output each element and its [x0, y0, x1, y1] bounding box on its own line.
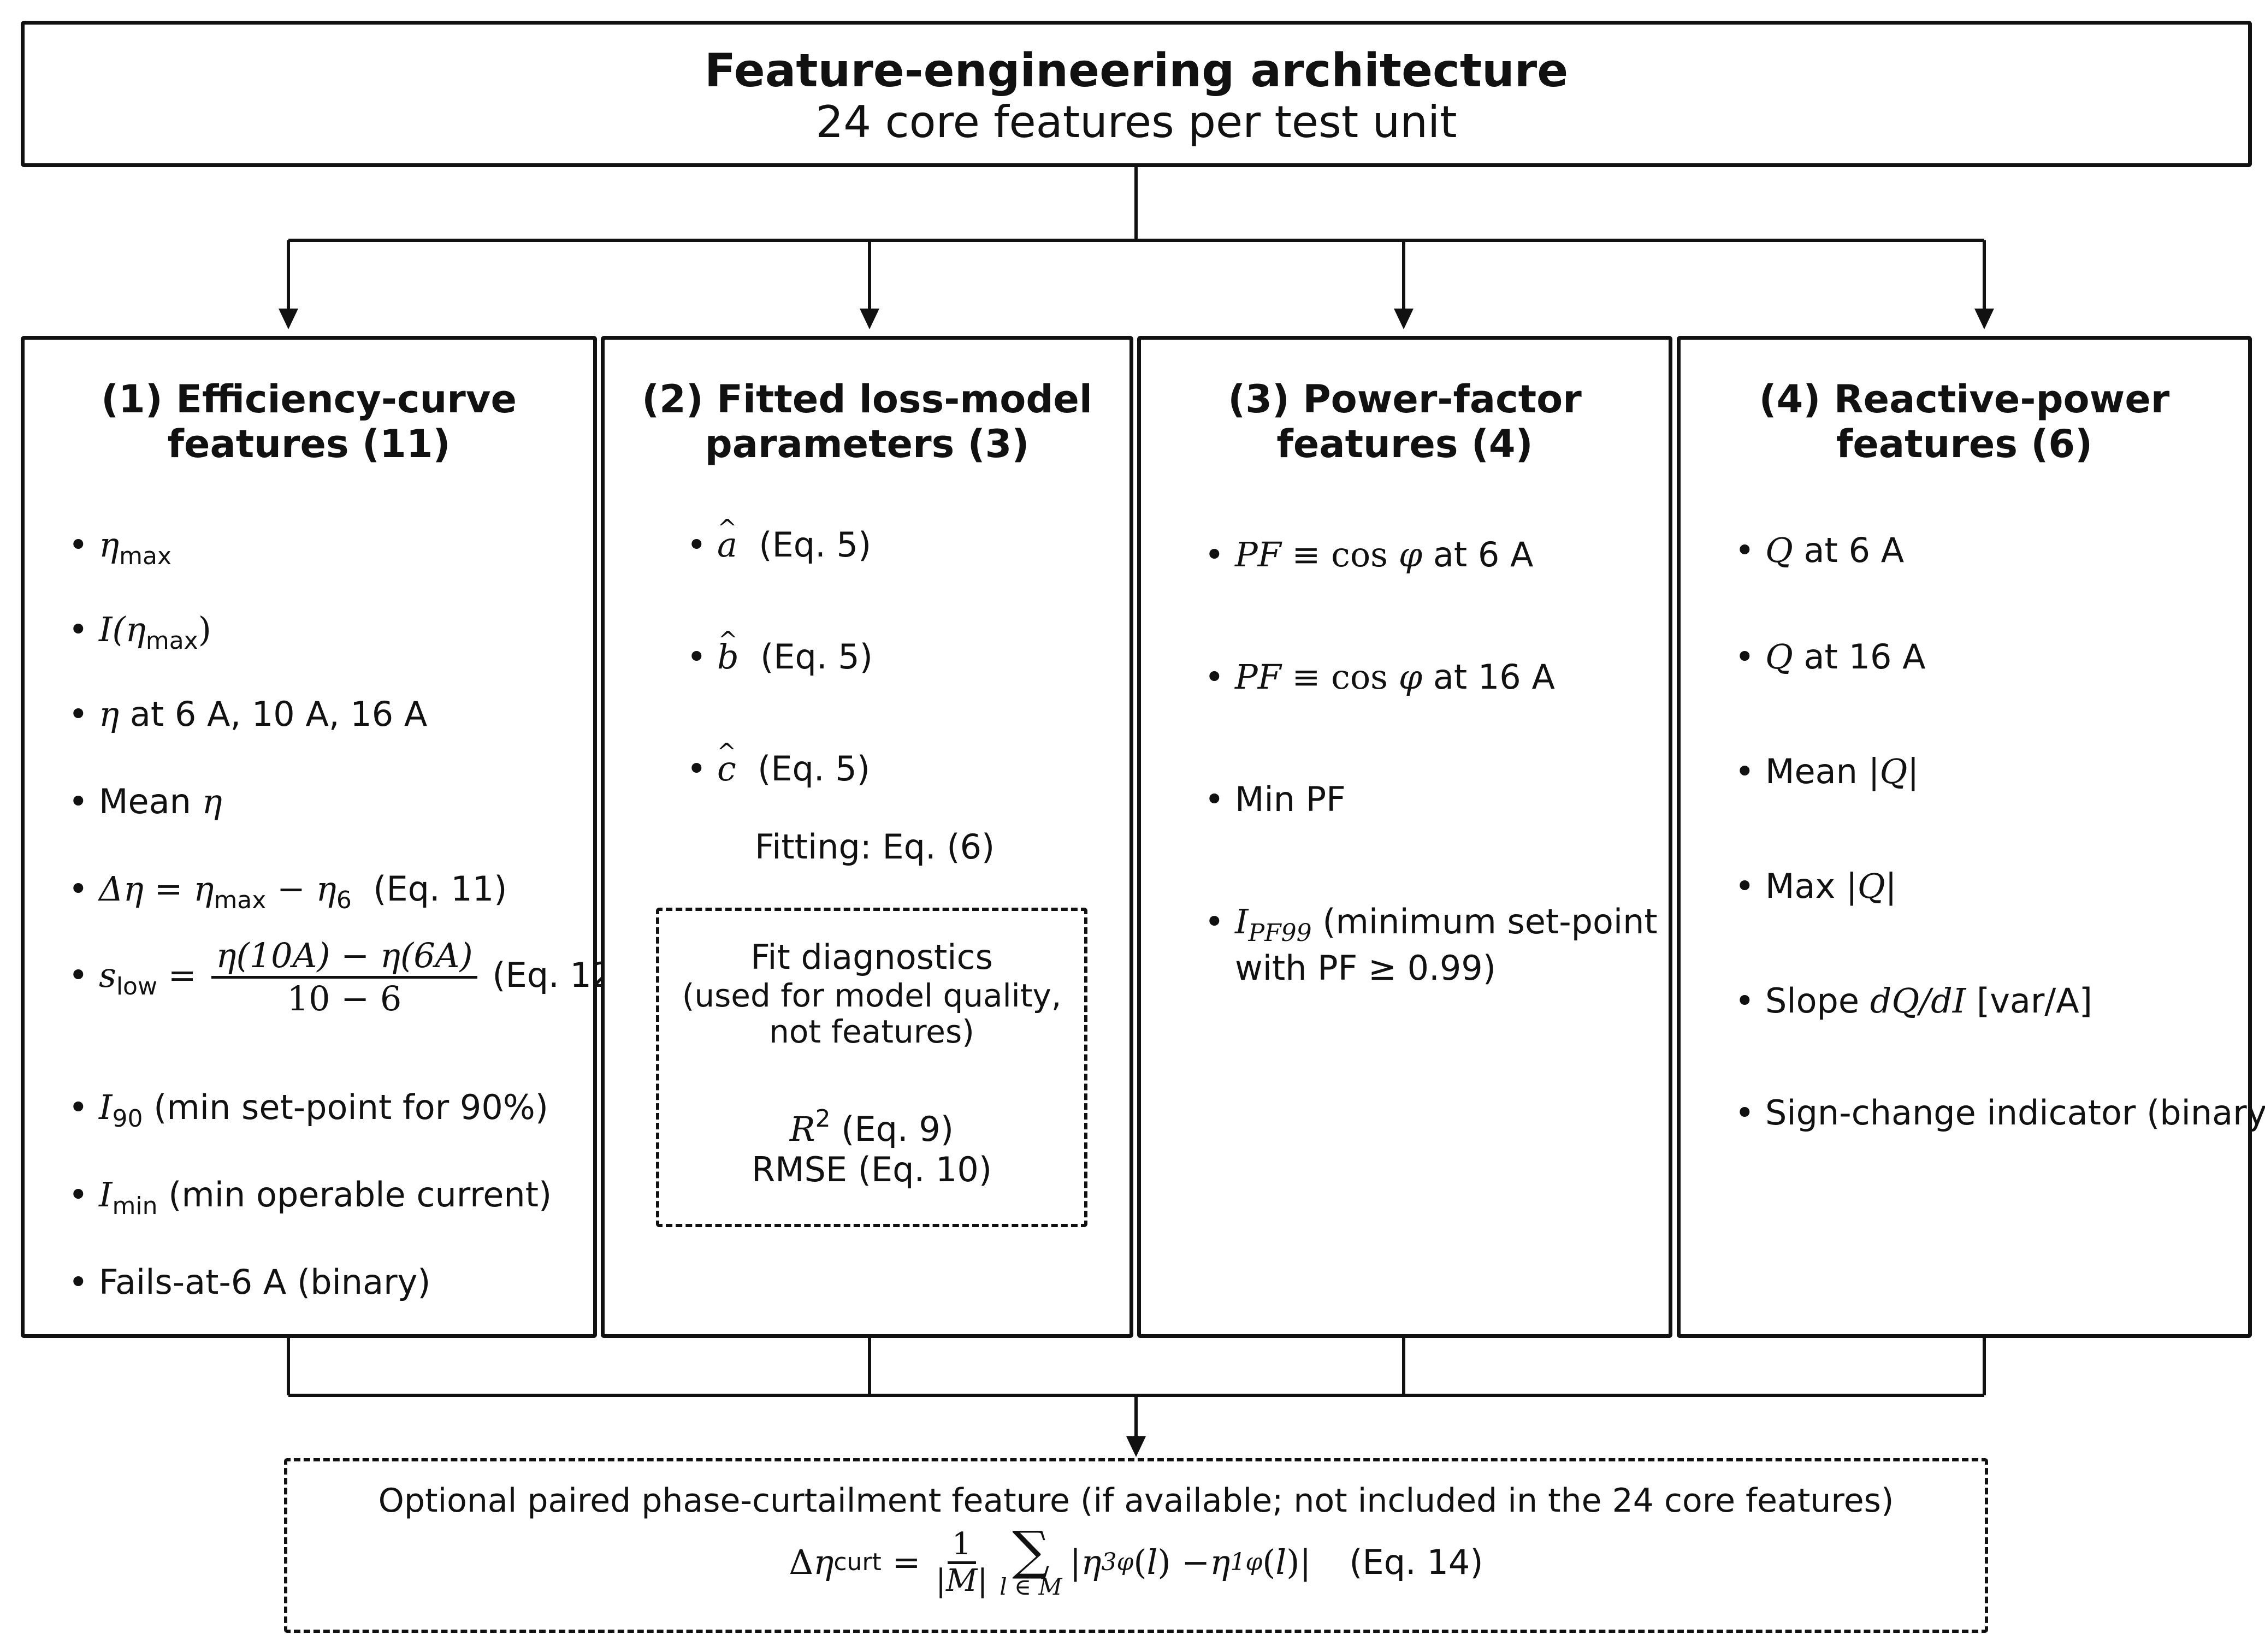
list-item: •Slope dQ/dI [var/A] — [1735, 981, 2092, 1021]
list-item: •Fails-at-6 A (binary) — [68, 1262, 431, 1302]
column-1-title: (1) Efficiency-curve features (11) — [101, 377, 517, 466]
list-item: •c (Eq. 5) — [687, 749, 870, 789]
column-loss-model: (2) Fitted loss-model parameters (3) •a … — [601, 336, 1133, 1338]
list-item: •PF ≡ cos φ at 6 A — [1204, 535, 1534, 575]
column-2-title: (2) Fitted loss-model parameters (3) — [642, 377, 1092, 466]
list-item: •IPF99 (minimum set-point — [1204, 902, 1658, 948]
list-item-continuation: with PF ≥ 0.99) — [1235, 948, 1496, 988]
list-item: •b (Eq. 5) — [687, 637, 873, 677]
column-power-factor: (3) Power-factor features (4) •PF ≡ cos … — [1137, 336, 1672, 1338]
column-3-title: (3) Power-factor features (4) — [1228, 377, 1582, 466]
list-item: •Mean |Q| — [1735, 751, 1919, 791]
list-item: •η at 6 A, 10 A, 16 A — [68, 694, 428, 734]
list-item: •Q at 16 A — [1735, 637, 1926, 677]
list-item: •I90 (min set-point for 90%) — [68, 1087, 548, 1133]
column-4-title: (4) Reactive-power features (6) — [1759, 377, 2170, 466]
column-reactive-power: (4) Reactive-power features (6) •Q at 6 … — [1677, 336, 2265, 1338]
column-efficiency-curve: (1) Efficiency-curve features (11) •ηmax… — [21, 336, 626, 1338]
list-item: •Imin (min operable current) — [68, 1175, 552, 1221]
optional-feature-box: Optional paired phase-curtailment featur… — [284, 1458, 1988, 1633]
list-item: •slow = η(10A) − η(6A)10 − 6 (Eq. 12) — [68, 935, 626, 1019]
diagram-title: Feature-engineering architecture — [704, 44, 1569, 97]
fitting-note: Fitting: Eq. (6) — [755, 827, 995, 867]
list-item: •Max |Q| — [1735, 866, 1897, 906]
list-item: •I(ηmax) — [68, 609, 211, 655]
list-item: •Min PF — [1204, 779, 1346, 819]
optional-feature-text: Optional paired phase-curtailment featur… — [378, 1482, 1894, 1520]
fit-diagnostics-box: Fit diagnostics (used for model quality,… — [656, 908, 1087, 1227]
list-item: •a (Eq. 5) — [687, 525, 871, 565]
header-box: Feature-engineering architecture 24 core… — [21, 21, 2252, 167]
list-item: •Sign-change indicator (binary) — [1735, 1093, 2265, 1133]
list-item: •Q at 6 A — [1735, 530, 1905, 570]
list-item: •PF ≡ cos φ at 16 A — [1204, 657, 1555, 697]
list-item: •ηmax — [68, 525, 172, 571]
diagram-subtitle: 24 core features per test unit — [815, 97, 1457, 147]
list-item: •Δη = ηmax − η6 (Eq. 11) — [68, 869, 507, 915]
list-item: •Mean η — [68, 781, 222, 821]
